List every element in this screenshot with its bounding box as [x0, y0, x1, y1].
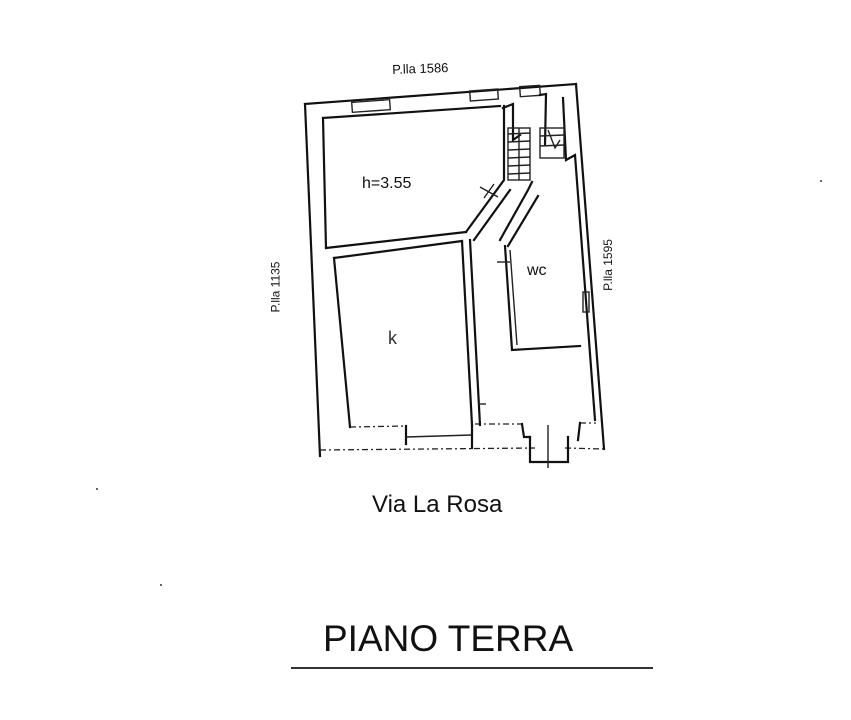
parcel-label-right: P.lla 1595 — [600, 239, 615, 291]
parcel-label-left: P.lla 1135 — [268, 261, 283, 313]
parcel-label-top: P.lla 1586 — [392, 60, 449, 77]
room-label-kitchen: k — [388, 328, 397, 348]
outer-walls — [303, 82, 606, 458]
room-label-wc: wc — [527, 262, 547, 279]
top-windows — [350, 84, 542, 114]
floor-title: PIANO TERRA — [323, 618, 574, 659]
scan-speck — [820, 180, 822, 182]
title-underline — [291, 667, 653, 669]
bottom-openings — [404, 421, 582, 468]
right-window — [582, 291, 590, 313]
scan-speck — [96, 488, 98, 490]
room-height-label: h=3.55 — [362, 175, 412, 192]
scan-speck — [160, 584, 162, 586]
street-label: Via La Rosa — [372, 491, 503, 518]
partition-walls — [324, 104, 582, 427]
staircase — [501, 92, 565, 181]
